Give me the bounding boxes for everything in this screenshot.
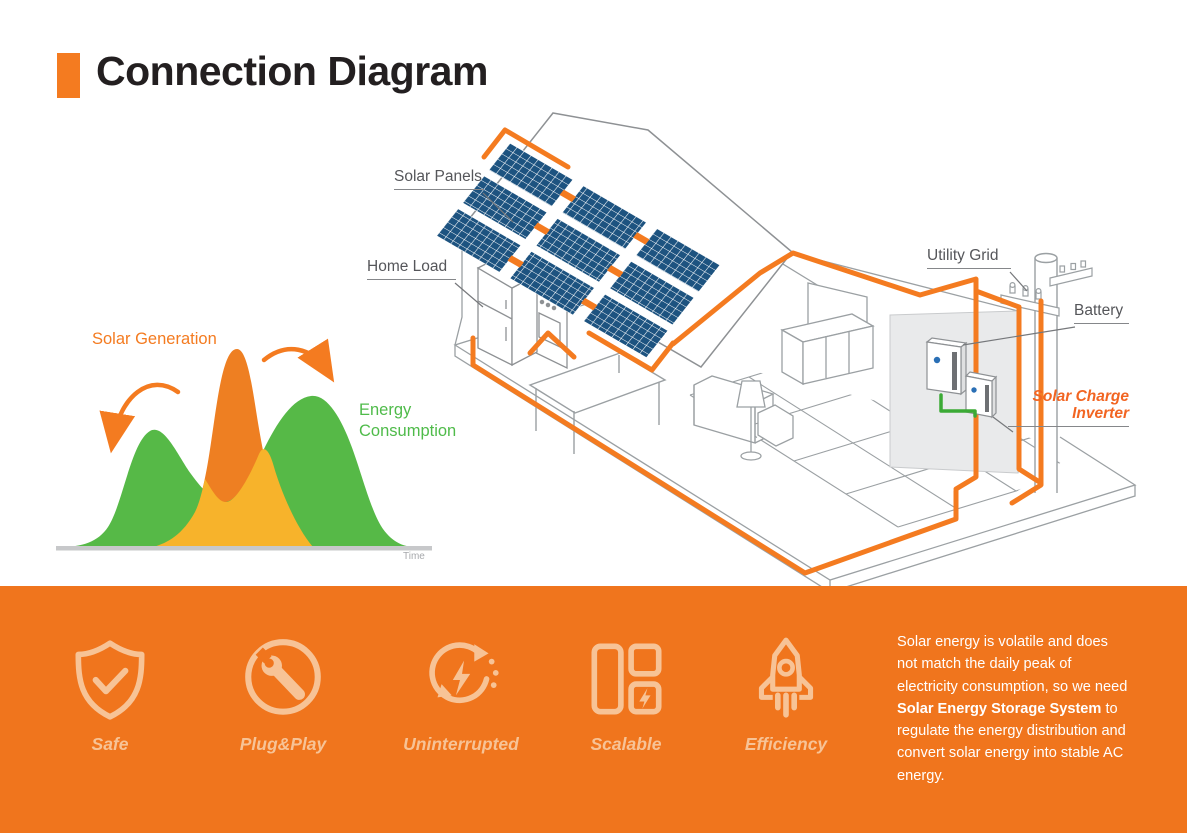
shield-check-icon xyxy=(75,640,145,720)
feature-safe: Safe xyxy=(25,634,195,755)
solar-panels-label: Solar Panels xyxy=(394,168,484,190)
feature-uninterrupted: Uninterrupted xyxy=(376,634,546,755)
wrench-circle-icon xyxy=(245,639,321,715)
feature-scalable: Scalable xyxy=(541,634,711,755)
inverter-unit xyxy=(964,371,998,419)
utility-grid-label: Utility Grid xyxy=(927,247,1011,269)
time-axis xyxy=(56,546,432,551)
time-axis-label: Time xyxy=(403,551,425,562)
feature-label: Scalable xyxy=(590,734,662,754)
feature-label: Efficiency xyxy=(744,734,828,754)
home-load-label: Home Load xyxy=(367,258,456,280)
page-title: Connection Diagram xyxy=(96,48,488,94)
floor-lamp xyxy=(736,380,766,461)
arrow-left-icon xyxy=(99,382,181,454)
modules-bolt-icon xyxy=(591,643,662,715)
energy-consumption-label: Energy Consumption xyxy=(359,401,457,440)
banner-paragraph: Solar energy is volatile and does not ma… xyxy=(897,631,1132,787)
cycle-bolt-icon xyxy=(429,642,499,704)
feature-banner: Safe Plug&Play Uninterrupted xyxy=(0,586,1187,833)
paragraph-text-after: to regulate the energy distribution and … xyxy=(897,700,1126,784)
generation-consumption-chart xyxy=(56,338,432,551)
battery-wire xyxy=(939,393,977,418)
feature-label: Plug&Play xyxy=(239,734,327,754)
rocket-icon xyxy=(758,637,814,718)
title-accent-bar xyxy=(57,53,80,98)
battery-label: Battery xyxy=(1074,302,1129,324)
paragraph-text-bold: Solar Energy Storage System xyxy=(897,700,1102,717)
tv-cabinet xyxy=(780,313,875,386)
battery-unit xyxy=(925,337,968,396)
solar-charge-inverter-label: Solar Charge Inverter xyxy=(1008,388,1129,427)
house-illustration xyxy=(436,112,1137,587)
paragraph-text-before: Solar energy is volatile and does not ma… xyxy=(897,634,1128,695)
feature-plug-play: Plug&Play xyxy=(198,634,368,755)
energy-consumption-area xyxy=(60,395,415,547)
feature-label: Uninterrupted xyxy=(403,734,519,754)
leader-lines xyxy=(454,192,1076,433)
feature-label: Safe xyxy=(91,734,129,754)
solar-panel-array xyxy=(436,142,721,358)
feature-efficiency: Efficiency xyxy=(701,634,871,755)
arrow-right-icon xyxy=(261,338,335,383)
power-wiring xyxy=(470,127,1044,576)
solar-generation-label: Solar Generation xyxy=(92,330,217,348)
table xyxy=(528,352,667,454)
overlap-area xyxy=(153,449,313,547)
